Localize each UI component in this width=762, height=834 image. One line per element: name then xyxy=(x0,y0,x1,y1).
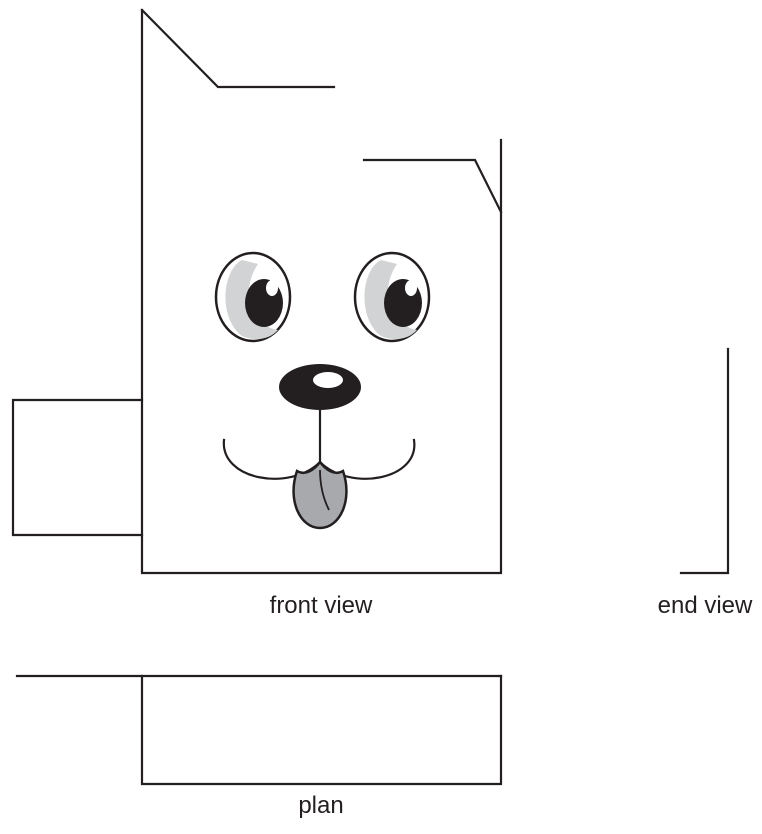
left-eye-glint xyxy=(266,280,278,296)
right-eye-glint xyxy=(405,280,417,296)
tongue xyxy=(292,459,348,530)
right-eye xyxy=(353,251,431,343)
left-ear-fold xyxy=(140,8,336,89)
end-view-outline xyxy=(679,347,730,575)
end-view-label: end view xyxy=(657,592,753,619)
front-view xyxy=(11,8,503,575)
front-view-outline xyxy=(140,8,503,575)
plan-label: plan xyxy=(298,792,344,819)
right-ear-fold xyxy=(362,158,503,214)
side-flap xyxy=(11,398,144,537)
dog-face xyxy=(214,251,431,530)
front-view-label: front view xyxy=(269,592,373,619)
plan-outline xyxy=(140,674,503,786)
plan-view xyxy=(15,674,503,786)
end-view xyxy=(679,347,730,575)
left-eye xyxy=(214,251,292,343)
nose xyxy=(279,364,361,410)
